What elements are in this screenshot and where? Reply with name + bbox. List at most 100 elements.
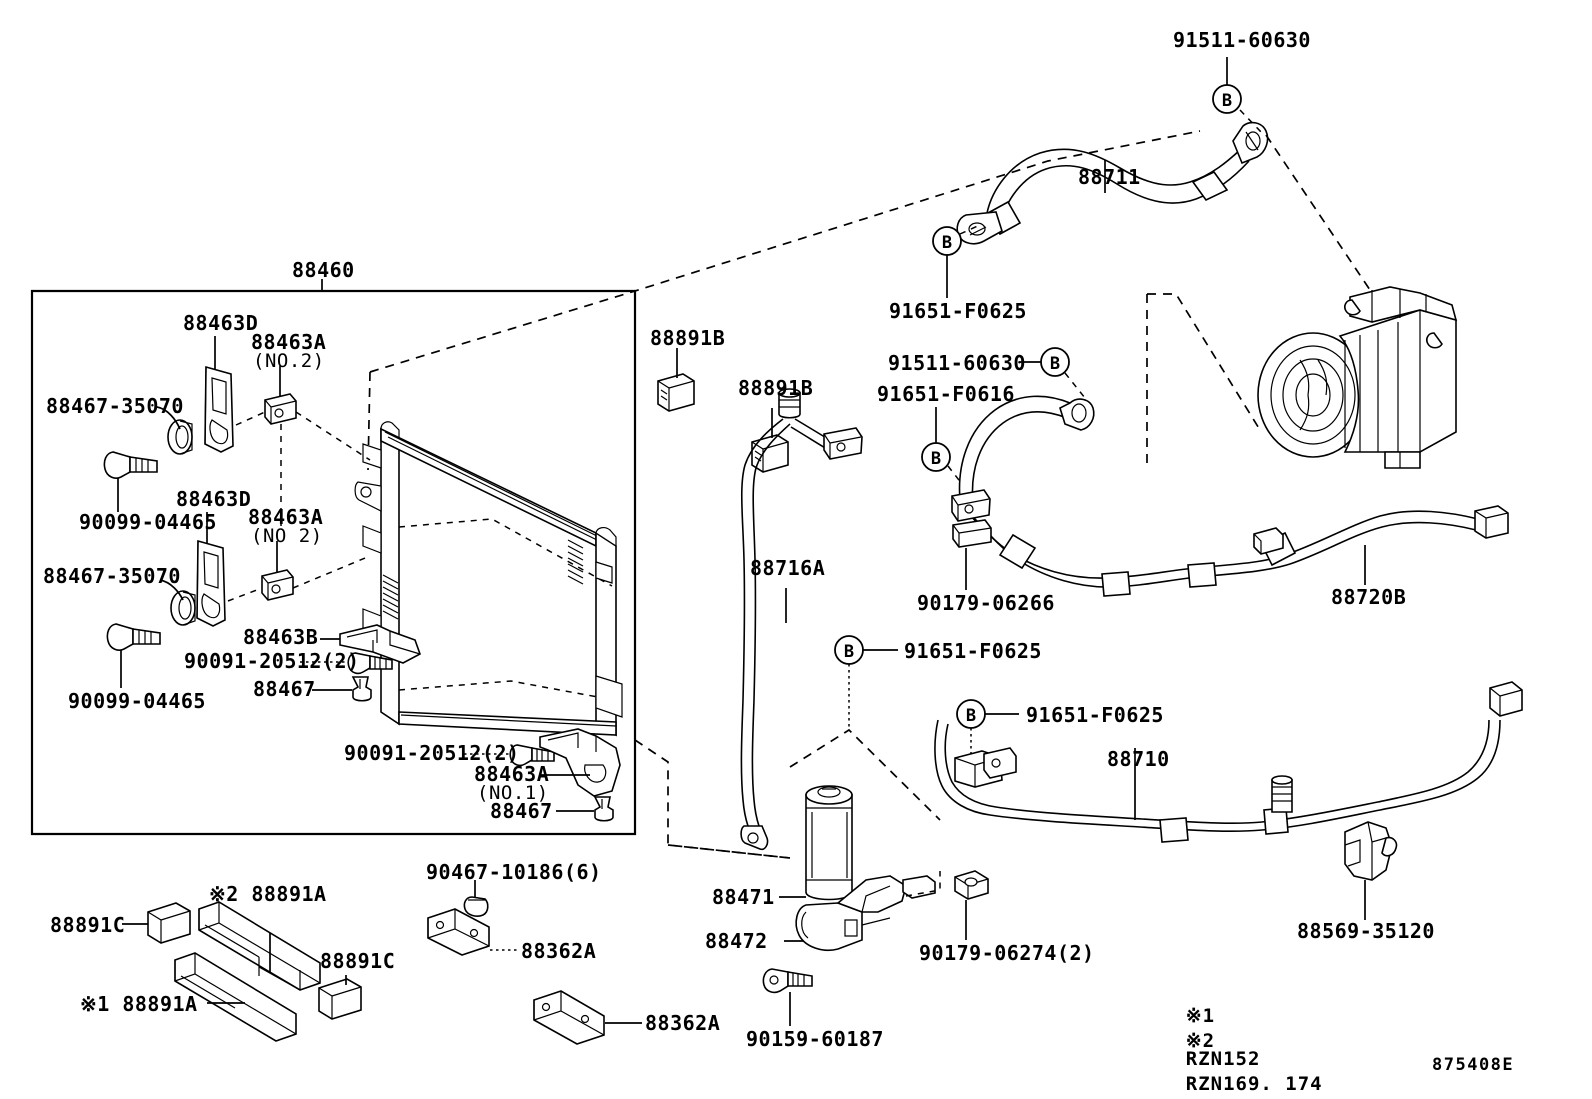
label-88463D-upper: 88463D bbox=[183, 311, 259, 335]
pad-88891C-1 bbox=[148, 903, 190, 943]
bracket-88463A-no1 bbox=[540, 729, 620, 796]
dash-to-suction-hose bbox=[370, 131, 1200, 372]
block-88891B-2 bbox=[752, 435, 788, 472]
label-88467-upper: 88467 bbox=[253, 677, 316, 701]
label-91511-60630-top: 91511-60630 bbox=[1173, 28, 1311, 52]
bracket-88463D-lower bbox=[197, 541, 225, 626]
note-2: ※2 RZN169. 174 bbox=[1136, 1010, 1323, 1099]
dash-box-to-drier bbox=[635, 740, 790, 858]
bracket-88362A-1 bbox=[428, 909, 489, 955]
dash-clip-lower-2 bbox=[293, 556, 370, 588]
label-88467-lower: 88467 bbox=[490, 799, 553, 823]
b-marker-text-1: B bbox=[1222, 91, 1232, 111]
clamp-88569-35120 bbox=[1345, 822, 1396, 880]
label-88362A-2: 88362A bbox=[645, 1011, 721, 1035]
hose-88711 bbox=[957, 123, 1267, 244]
bolt-90159-60187 bbox=[763, 969, 812, 992]
label-91651-F0625-top: 91651-F0625 bbox=[889, 299, 1027, 323]
label-90099-04465-lower: 90099-04465 bbox=[68, 689, 206, 713]
label-90091-20512-upper: 90091-20512(2) bbox=[184, 649, 360, 673]
label-88467-35070-lower: 88467-35070 bbox=[43, 564, 181, 588]
pad-88891C-2 bbox=[319, 979, 361, 1019]
label-88463A-no1: 88463A bbox=[474, 762, 550, 786]
dash-drier-cross bbox=[790, 730, 940, 820]
bracket-88362A-2 bbox=[534, 991, 604, 1044]
screw-90091-20512-lower bbox=[510, 745, 554, 765]
b-marker-text-5: B bbox=[844, 642, 854, 662]
label-88463A-lower-sub: (NO 2) bbox=[251, 525, 323, 547]
label-88460: 88460 bbox=[292, 258, 355, 282]
dash-clip-upper bbox=[236, 412, 265, 425]
label-88569-35120: 88569-35120 bbox=[1297, 919, 1435, 943]
hose-88720B bbox=[952, 396, 1508, 596]
note-1: ※1 RZN152 bbox=[1136, 985, 1260, 1091]
label-88891B-1: 88891B bbox=[650, 326, 726, 350]
clamp-88472 bbox=[796, 876, 935, 950]
label-88720B: 88720B bbox=[1331, 585, 1407, 609]
note-1-marker: ※1 bbox=[1185, 1005, 1216, 1028]
washer-88467-35070-upper bbox=[168, 420, 192, 454]
label-90099-04465-upper: 90099-04465 bbox=[79, 510, 217, 534]
b-marker-text-6: B bbox=[966, 706, 976, 726]
label-88711: 88711 bbox=[1078, 165, 1141, 189]
label-88463A-lower: 88463A bbox=[248, 505, 324, 529]
label-88467-35070-upper: 88467-35070 bbox=[46, 394, 184, 418]
label-88463A-upper: 88463A bbox=[251, 330, 327, 354]
label-91651-F0625-low: 91651-F0625 bbox=[1026, 703, 1164, 727]
dash-b3 bbox=[1065, 373, 1085, 398]
label-90467-10186: 90467-10186(6) bbox=[426, 860, 602, 884]
clip-88463A-no2-upper bbox=[265, 394, 296, 424]
note-2-marker: ※2 bbox=[1185, 1030, 1216, 1053]
compressor bbox=[1258, 287, 1456, 468]
block-88891B-1 bbox=[658, 374, 694, 411]
grommet-88467-lower bbox=[595, 797, 613, 821]
label-88891C-1: 88891C bbox=[50, 913, 126, 937]
b-marker-text-3: B bbox=[1050, 354, 1060, 374]
leader-88467-35070-upper bbox=[157, 407, 180, 429]
nut-90179-06274 bbox=[955, 871, 988, 899]
seal-88891A-1 bbox=[175, 953, 296, 1041]
label-91651-F0625-mid: 91651-F0625 bbox=[904, 639, 1042, 663]
label-88710: 88710 bbox=[1107, 747, 1170, 771]
note-2-text: RZN169. 174 bbox=[1185, 1072, 1323, 1095]
bracket-88463B bbox=[340, 625, 420, 663]
label-88463A-upper-sub: (NO.2) bbox=[253, 350, 325, 372]
pipe-88716A bbox=[741, 389, 862, 849]
label-88463D-lower: 88463D bbox=[176, 487, 252, 511]
dash-88716A-link bbox=[668, 845, 790, 858]
leader-88467-35070-lower bbox=[160, 580, 183, 600]
b-marker-text-4: B bbox=[931, 449, 941, 469]
washer-88467-35070-lower bbox=[171, 591, 195, 625]
condenser-core bbox=[355, 422, 622, 735]
dash-b1 bbox=[1240, 110, 1262, 133]
label-91511-60630-mid: 91511-60630 bbox=[888, 351, 1026, 375]
note-1-text: RZN152 bbox=[1185, 1047, 1261, 1070]
dash-to-compressor-2 bbox=[1147, 294, 1260, 430]
label-88471: 88471 bbox=[712, 885, 775, 909]
label-90179-06274: 90179-06274(2) bbox=[919, 941, 1095, 965]
figure-code: 875408E bbox=[1432, 1055, 1515, 1075]
grommet-90467-10186 bbox=[464, 897, 487, 916]
label-88463B: 88463B bbox=[243, 625, 319, 649]
label-90159-60187: 90159-60187 bbox=[746, 1027, 884, 1051]
dash-clip-lower bbox=[228, 588, 262, 601]
grommet-88467-upper bbox=[353, 677, 371, 701]
tube-88710 bbox=[935, 682, 1522, 842]
label-88362A-1: 88362A bbox=[521, 939, 597, 963]
label-88891C-2: 88891C bbox=[320, 949, 396, 973]
label-90179-06266: 90179-06266 bbox=[917, 591, 1055, 615]
receiver-drier-88471 bbox=[806, 786, 852, 900]
label-88891A-1: ※1 88891A bbox=[80, 992, 198, 1016]
label-90091-20512-lower: 90091-20512(2) bbox=[344, 741, 520, 765]
dash-b4 bbox=[948, 466, 962, 484]
screw-90099-04465-upper bbox=[104, 452, 157, 478]
label-88472: 88472 bbox=[705, 929, 768, 953]
label-88716A: 88716A bbox=[750, 556, 826, 580]
label-88463A-no1-sub: (NO.1) bbox=[477, 782, 549, 804]
screw-90099-04465-lower bbox=[107, 624, 160, 650]
label-88891A-2: ※2 88891A bbox=[209, 882, 327, 906]
bracket-88463D-upper bbox=[205, 367, 233, 452]
dash-clip-upper-2 bbox=[296, 412, 370, 460]
